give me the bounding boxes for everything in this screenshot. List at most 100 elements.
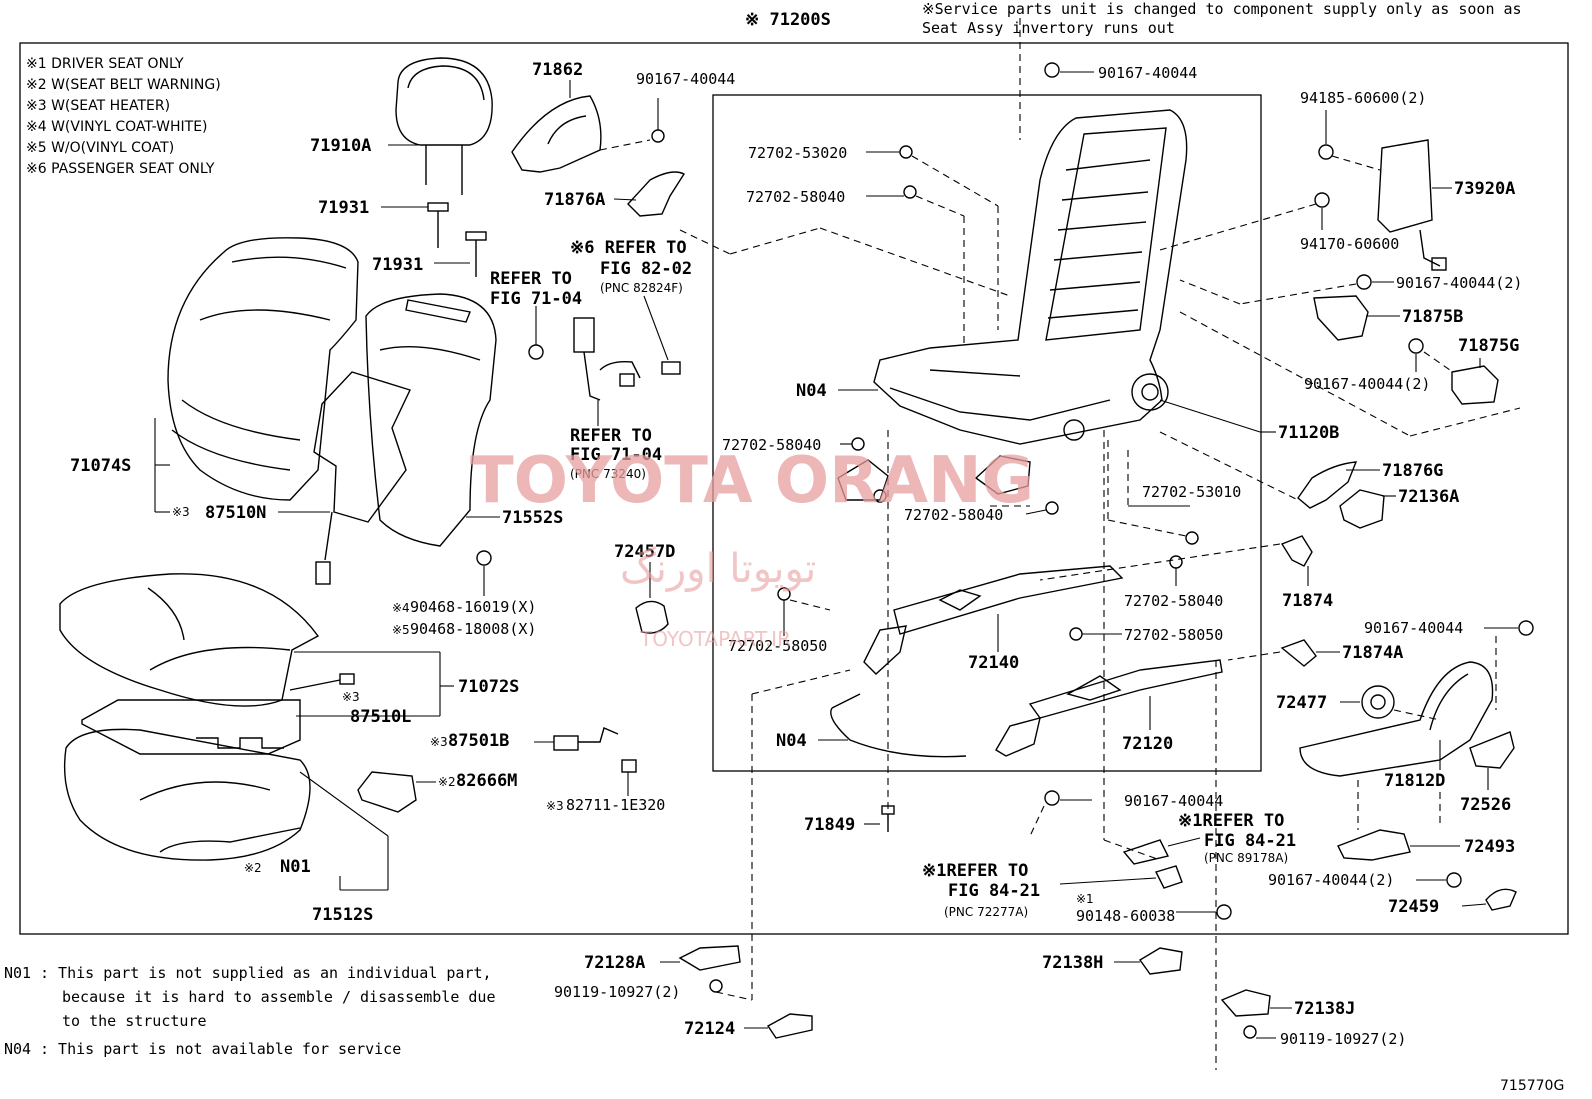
cover-72124-drawing <box>766 1013 813 1039</box>
refd-line2: FIG 84-21 <box>948 881 1040 901</box>
part-87510L: 87510L <box>350 707 411 727</box>
service-note-line2: Seat Assy invertory runs out <box>922 19 1175 37</box>
part-87510N: 87510N <box>205 503 266 523</box>
figure-id: 715770G <box>1500 1078 1564 1094</box>
seat-frame-drawing <box>873 109 1188 445</box>
cover-72138H-drawing <box>1138 947 1183 975</box>
seat-cushion-cover-drawing <box>59 573 320 707</box>
lever-72493-drawing <box>1337 829 1411 861</box>
mark-3b: ※3 <box>342 690 360 704</box>
part-72457D: 72457D <box>614 542 675 562</box>
seatback-cover-drawing <box>167 237 359 501</box>
bolt-drawing <box>1044 790 1060 806</box>
legend: ※1 DRIVER SEAT ONLY ※2 W(SEAT BELT WARNI… <box>26 56 221 177</box>
part-71874: 71874 <box>1282 591 1333 611</box>
bolt-drawing <box>1518 620 1534 636</box>
legend-item: ※6 PASSENGER SEAT ONLY <box>26 161 215 177</box>
cover-71876A-drawing <box>627 171 686 217</box>
part-82711-1E320: 82711-1E320 <box>566 796 665 814</box>
headrest-support-drawing <box>427 202 487 277</box>
refc-line1: ※1REFER TO <box>1178 811 1284 831</box>
part-73920A: 73920A <box>1454 179 1515 199</box>
outer-frame <box>19 42 1569 935</box>
legend-item: ※1 DRIVER SEAT ONLY <box>26 56 184 72</box>
mark-4: ※4 <box>392 601 410 615</box>
screw-drawing <box>1045 501 1059 515</box>
part-90167-40044-d: 90167-40044 <box>1124 792 1223 810</box>
refa-line2: FIG 71-04 <box>490 289 582 309</box>
side-cover-71812D-drawing <box>1299 661 1494 777</box>
bolt-drawing <box>651 129 665 143</box>
part-72138J: 72138J <box>1294 999 1355 1019</box>
mark-2a: ※2 <box>244 861 262 875</box>
refb-line3: (PNC 73240) <box>570 467 646 481</box>
sensor-82666M-drawing <box>357 771 417 813</box>
refb-line1: REFER TO <box>570 426 652 446</box>
wire-N04-drawing <box>830 693 967 758</box>
seatback-pad-drawing <box>365 293 497 547</box>
part-90119-10927-a: 90119-10927(2) <box>554 983 680 1001</box>
cover-71876G-drawing <box>1297 461 1358 509</box>
legend-item: ※4 W(VINYL COAT-WHITE) <box>26 119 208 135</box>
footnote-n01-line3: to the structure <box>62 1012 207 1030</box>
bolt-drawing <box>1408 338 1424 354</box>
clip-82711-drawing <box>621 759 637 796</box>
cover-72128A-drawing <box>678 945 741 971</box>
refa-line1: REFER TO <box>490 269 572 289</box>
part-72124: 72124 <box>684 1019 735 1039</box>
seat-heater-drawing <box>81 673 355 755</box>
watermark-arabic: تویوتا اورنگ <box>620 546 816 592</box>
part-71512S: 71512S <box>312 905 373 925</box>
part-71072S: 71072S <box>458 677 519 697</box>
part-90468-18008: 90468-18008(X) <box>410 620 536 638</box>
part-72138H: 72138H <box>1042 953 1103 973</box>
part-87501B: 87501B <box>448 731 509 751</box>
mark-3c: ※3 <box>430 735 448 749</box>
part-71120B: 71120B <box>1278 423 1339 443</box>
part-90167-40044-2b: 90167-40044(2) <box>1304 375 1430 393</box>
part-71874A: 71874A <box>1342 643 1403 663</box>
part-71931-a: 71931 <box>318 198 369 218</box>
bracket-drawing-3 <box>1155 865 1183 889</box>
cover-71875B-drawing <box>1313 295 1369 341</box>
rail-72120-drawing <box>995 659 1223 757</box>
part-72702-53010: 72702-53010 <box>1142 483 1241 501</box>
footnote-n04-code: N04 <box>4 1040 31 1058</box>
part-71910A: 71910A <box>310 136 371 156</box>
connector-87501B-drawing <box>553 727 619 751</box>
part-72702-58040-d: 72702-58040 <box>1124 592 1223 610</box>
part-72702-58050-b: 72702-58050 <box>1124 626 1223 644</box>
cover-72138J-drawing <box>1220 989 1271 1017</box>
part-71849: 71849 <box>804 815 855 835</box>
part-72702-58050-a: 72702-58050 <box>728 637 827 655</box>
sensor-drawing <box>1122 839 1170 865</box>
part-94185-60600: 94185-60600(2) <box>1300 89 1426 107</box>
part-90167-40044-c: 90167-40044 <box>1364 619 1463 637</box>
part-71931-b: 71931 <box>372 255 423 275</box>
airbag-73920A-drawing <box>1377 139 1447 271</box>
service-note-line1: ※Service parts unit is changed to compon… <box>922 0 1522 18</box>
ref6-line3: (PNC 82824F) <box>600 281 683 295</box>
legend-item: ※3 W(SEAT HEATER) <box>26 98 170 114</box>
part-90167-40044-a: 90167-40044 <box>636 70 735 88</box>
watermark-site: TOYOTAPART.IR <box>639 627 791 651</box>
screw-drawing <box>1069 627 1083 641</box>
cover-71862-drawing <box>511 95 602 173</box>
seat-cushion-pad-drawing <box>63 728 311 861</box>
footnote-n01-code: N01 <box>4 964 31 982</box>
mark-5: ※5 <box>392 623 410 637</box>
part-72702-58040-c: 72702-58040 <box>904 506 1003 524</box>
part-72140: 72140 <box>968 653 1019 673</box>
refd-line1: ※1REFER TO <box>922 861 1028 881</box>
refc-line3: (PNC 89178A) <box>1204 851 1288 865</box>
wire-n01-drawing <box>159 827 301 853</box>
nut-drawing <box>1314 192 1330 208</box>
knob-72457D-drawing <box>635 600 669 634</box>
part-N04-a: N04 <box>796 381 827 401</box>
ring-72477-drawing <box>1361 685 1395 719</box>
part-71552S: 71552S <box>502 508 563 528</box>
footnote-n01-line2: because it is hard to assemble / disasse… <box>62 988 495 1006</box>
part-72120: 72120 <box>1122 734 1173 754</box>
refb-line2: FIG 71-04 <box>570 445 662 465</box>
footnote-n01-line1: : This part is not supplied as an indivi… <box>40 964 492 982</box>
